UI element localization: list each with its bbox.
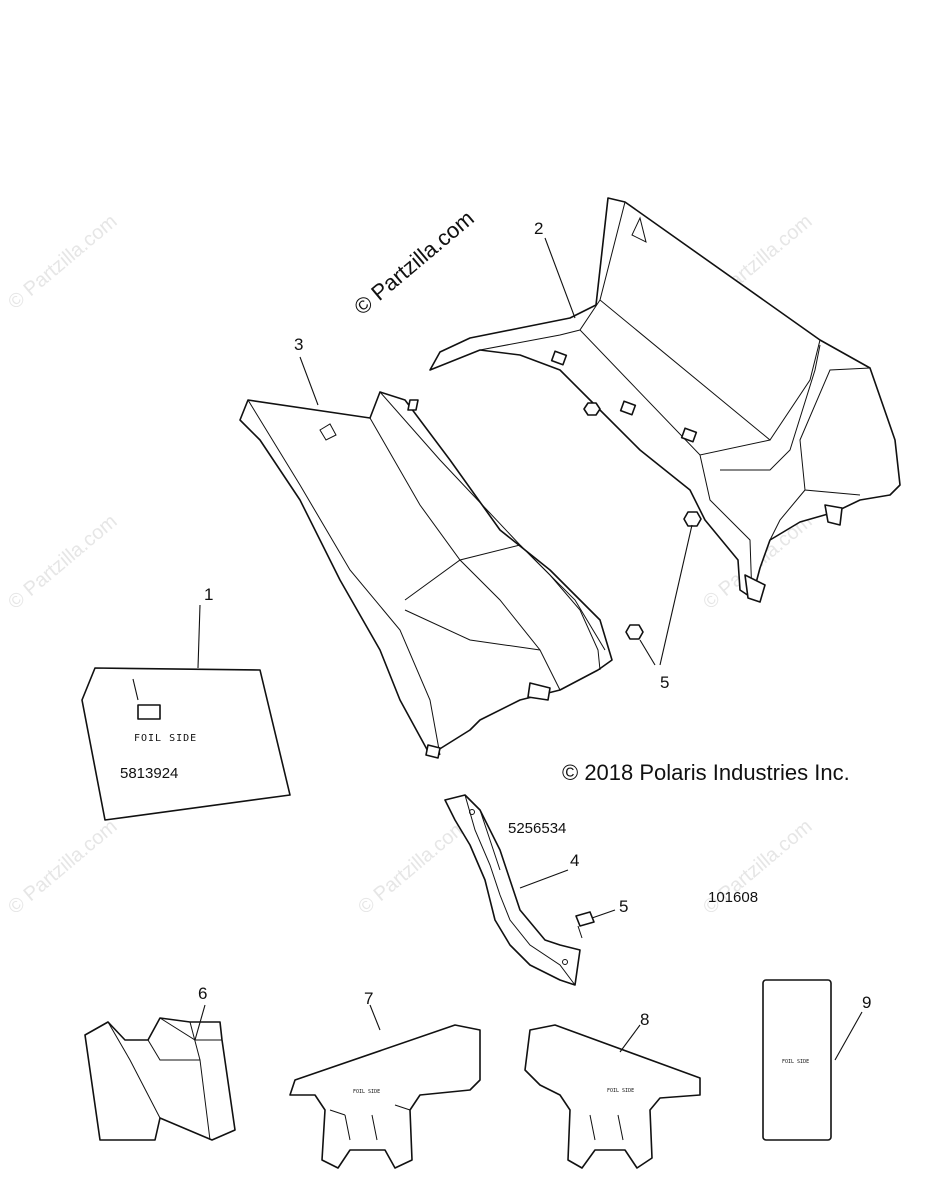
part-2-rear-panel — [429, 197, 901, 603]
part-6-heat-shield — [84, 1017, 236, 1141]
diagram-id: 101608 — [708, 889, 758, 906]
copyright-notice: © 2018 Polaris Industries Inc. — [562, 760, 850, 785]
fasteners-5 — [583, 402, 702, 640]
part-number-5256534: 5256534 — [508, 820, 566, 837]
foil-side-label: FOIL SIDE — [134, 733, 197, 744]
foil-side-label-9: FOIL SIDE — [782, 1059, 809, 1065]
callout-5-bracket: 5 — [619, 897, 628, 916]
part-9-pad: FOIL SIDE — [762, 979, 832, 1141]
part-8-foil-shield: FOIL SIDE — [524, 1024, 701, 1169]
callout-9: 9 — [862, 993, 871, 1012]
callout-6: 6 — [198, 984, 207, 1003]
screw-5 — [575, 911, 595, 939]
callout-8: 8 — [640, 1010, 649, 1029]
partzilla-watermark: © Partzilla.com — [349, 205, 479, 319]
callout-7: 7 — [364, 989, 373, 1008]
callout-1: 1 — [204, 585, 213, 604]
callout-2: 2 — [534, 219, 543, 238]
watermark-3: © Partzilla.com — [4, 510, 121, 613]
part-7-foil-shield: FOIL SIDE — [289, 1024, 481, 1169]
watermark-7: © Partzilla.com — [354, 815, 471, 918]
part-number-5813924: 5813924 — [120, 765, 178, 782]
callout-4: 4 — [570, 851, 579, 870]
foil-side-label-7: FOIL SIDE — [353, 1089, 380, 1095]
callouts: 1 2 3 4 5 5 6 7 8 9 — [198, 219, 871, 1029]
part-1-insulation-pad: FOIL SIDE 5813924 — [81, 667, 291, 821]
callout-3: 3 — [294, 335, 303, 354]
part-3-side-panel — [239, 391, 613, 759]
callout-5-top: 5 — [660, 673, 669, 692]
leader-lines — [132, 237, 863, 1061]
foil-side-label-8: FOIL SIDE — [607, 1088, 634, 1094]
watermark-6: © Partzilla.com — [4, 815, 121, 918]
watermark-1: © Partzilla.com — [4, 210, 121, 313]
part-4-bracket — [444, 794, 581, 986]
